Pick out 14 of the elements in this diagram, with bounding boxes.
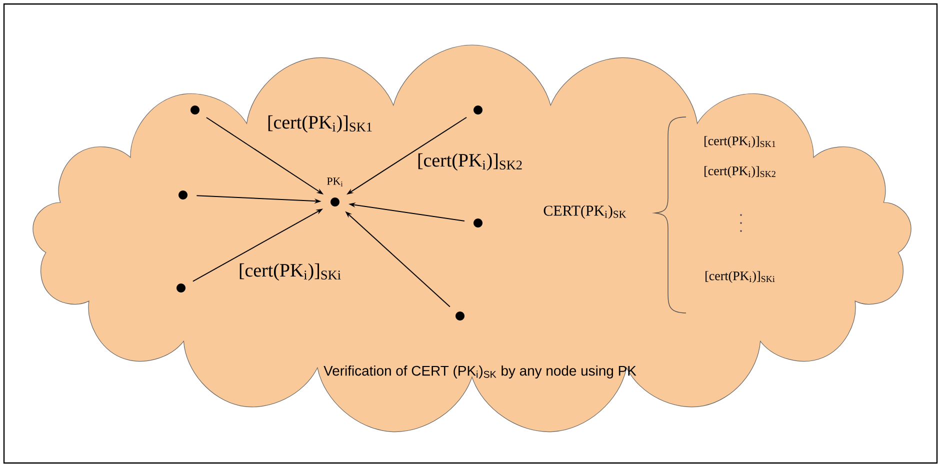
dot (190, 105, 200, 114)
label: [cert(PK$_{i}$)]$_{SK1}$ (704, 136, 776, 148)
dot (474, 105, 482, 114)
edge-label: [cert(PK$_{i}$)]$_{SK1}$ (266, 114, 374, 134)
label: [cert(PK$_{i}$)]$_{SK2}$ (704, 166, 776, 178)
dot (176, 283, 186, 292)
dot (178, 190, 188, 200)
edge-label: [cert(PK$_{i}$)]$_{SKi}$ (237, 262, 343, 282)
dot (474, 218, 482, 228)
edge-label: [cert(PK$_{i}$)]$_{SK2}$ (416, 152, 524, 172)
label: CERT(PK$_{i}$)$_{SK}$ (544, 205, 626, 219)
label: [cert(PK$_{i}$)]$_{SKi}$ (706, 271, 775, 283)
node-label: PK$_{i}$ (327, 178, 343, 186)
dot (456, 311, 464, 320)
